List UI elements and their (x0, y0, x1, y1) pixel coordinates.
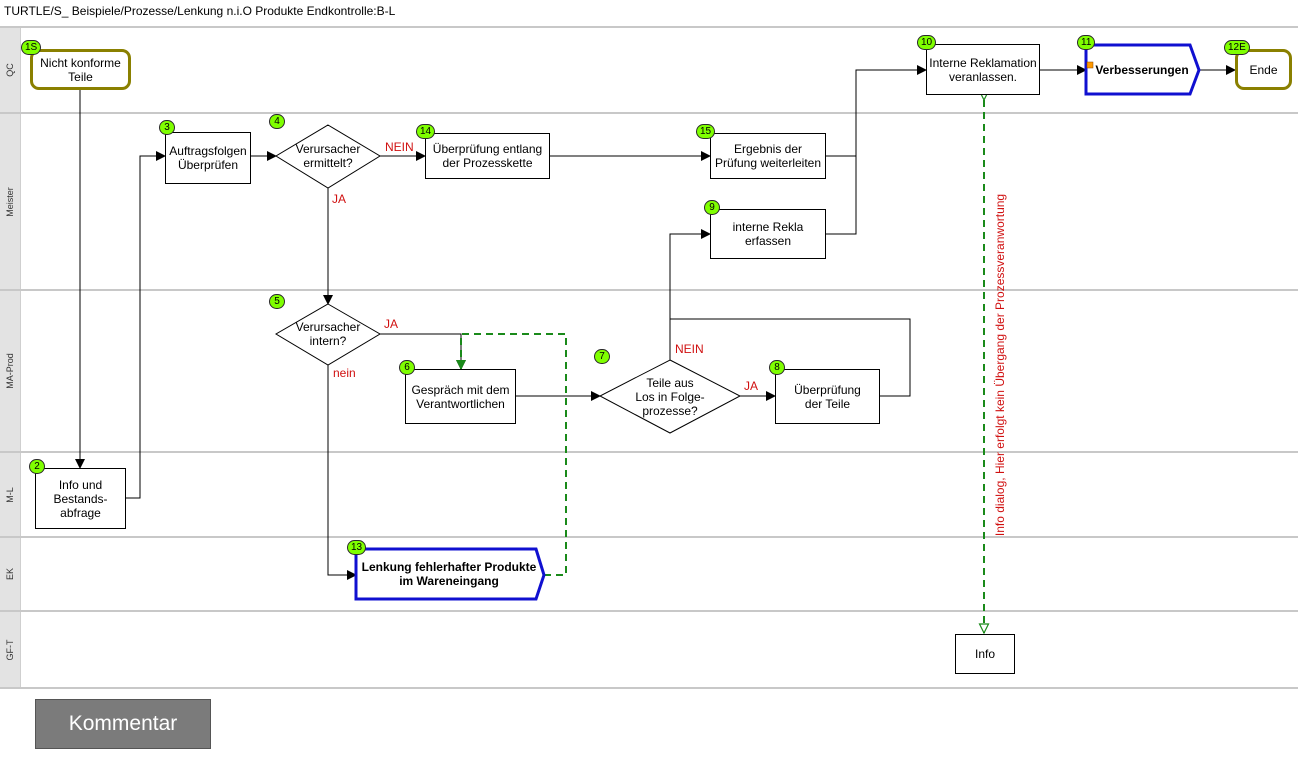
edge-label-5-ja: JA (384, 317, 399, 331)
node-text: Ende (1249, 62, 1278, 77)
decision-5[interactable]: Verursacher intern? (276, 306, 380, 362)
badge-14: 14 (416, 124, 436, 139)
connector-7-9 (669, 229, 711, 360)
node-text: Verbesserungen (1095, 63, 1189, 77)
badge-2: 2 (29, 459, 45, 474)
node-text: Verursacher intern? (295, 320, 361, 348)
connector-2-3 (126, 151, 166, 499)
node-text: Auftragsfolgen Überprüfen (169, 144, 247, 172)
badge-7: 7 (594, 349, 610, 364)
node-text: Überprüfung der Teile (794, 382, 861, 411)
edge-label-5-nein: nein (333, 366, 356, 380)
connector-15-10 (826, 65, 927, 157)
node-text: Interne Reklamation veranlassen. (929, 55, 1037, 84)
edge-label-7-ja: JA (744, 379, 759, 393)
lane-header-meister: Meister (0, 114, 21, 289)
process-box-2[interactable]: Info und Bestands- abfrage (35, 468, 126, 529)
node-text: Überprüfung entlang der Prozesskette (432, 142, 543, 170)
badge-11: 11 (1077, 35, 1096, 50)
connector-8-loop (670, 318, 911, 397)
decision-4[interactable]: Verursacher ermittelt? (276, 128, 380, 184)
badge-9: 9 (704, 200, 720, 215)
lane-header-m-l: M-L (0, 453, 21, 536)
node-text: Info und Bestands- abfrage (53, 477, 108, 520)
info-dialog-note: Info dialog, Hier erfolgt kein Übergang … (993, 193, 1007, 537)
edge-label-4-nein: NEIN (385, 140, 414, 154)
process-box-6[interactable]: Gespräch mit dem Verantwortlichen (405, 369, 516, 424)
lane-separator (0, 26, 1298, 28)
subprocess-11-marker (1086, 61, 1094, 69)
info-box[interactable]: Info (955, 634, 1015, 674)
lane-header-gf-t: GF-T (0, 612, 21, 687)
process-box-9[interactable]: interne Rekla erfassen (710, 209, 826, 259)
lane-separator (0, 451, 1298, 453)
process-box-8[interactable]: Überprüfung der Teile (775, 369, 880, 424)
subprocess-13-shape (354, 547, 546, 601)
start-node-1s[interactable]: Nicht konforme Teile (30, 49, 131, 90)
edge-label-7-nein: NEIN (675, 342, 704, 356)
badge-5: 5 (269, 294, 285, 309)
node-text: Ergebnis der Prüfung weiterleiten (714, 142, 822, 170)
process-box-14[interactable]: Überprüfung entlang der Prozesskette (425, 133, 550, 179)
decision-5-shape (275, 303, 381, 366)
decision-7-shape (598, 359, 742, 434)
node-text: Info (974, 647, 995, 661)
subprocess-11-shape (1084, 43, 1201, 96)
lane-separator (0, 610, 1298, 612)
node-text: interne Rekla erfassen (732, 220, 804, 248)
process-box-15[interactable]: Ergebnis der Prüfung weiterleiten (710, 133, 826, 179)
badge-3: 3 (159, 120, 175, 135)
subprocess-13[interactable]: Lenkung fehlerhafter Produkte im Warenei… (358, 551, 540, 597)
decision-7[interactable]: Teile aus Los in Folge- prozesse? (605, 367, 735, 427)
comment-button[interactable]: Kommentar (35, 699, 211, 749)
connector-9-10 (826, 156, 857, 235)
process-box-10[interactable]: Interne Reklamation veranlassen. (926, 44, 1040, 95)
badge-13: 13 (347, 540, 367, 555)
end-node-12e[interactable]: Ende (1235, 49, 1292, 90)
subprocess-11[interactable]: Verbesserungen (1090, 47, 1194, 93)
edge-label-4-ja: JA (332, 192, 347, 206)
lane-separator (0, 536, 1298, 538)
node-text: Lenkung fehlerhafter Produkte im Warenei… (361, 560, 537, 588)
badge-10: 10 (917, 35, 937, 50)
connector-5-13 (327, 365, 357, 580)
lane-header-ek: EK (0, 538, 21, 610)
lane-separator (0, 687, 1298, 689)
badge-8: 8 (769, 360, 785, 375)
badge-6: 6 (399, 360, 415, 375)
lane-separator (0, 112, 1298, 114)
node-text: Teile aus Los in Folge- prozesse? (635, 376, 705, 418)
node-text: Verursacher ermittelt? (295, 142, 361, 170)
badge-4: 4 (269, 114, 285, 129)
badge-1s: 1S (21, 40, 42, 55)
page-title: TURTLE/S_ Beispiele/Prozesse/Lenkung n.i… (4, 4, 396, 18)
decision-4-shape (275, 124, 381, 189)
badge-12e: 12E (1224, 40, 1250, 55)
dashed-connector-13-6 (456, 333, 567, 576)
lane-header-qc: QC (0, 27, 21, 112)
node-text: Gespräch mit dem Verantwortlichen (411, 382, 510, 411)
connector-5-6 (380, 333, 466, 370)
node-text: Nicht konforme Teile (40, 55, 121, 84)
process-box-3[interactable]: Auftragsfolgen Überprüfen (165, 132, 251, 184)
badge-15: 15 (696, 124, 716, 139)
lane-separator (0, 289, 1298, 291)
lane-header-ma-prod: MA-Prod (0, 291, 21, 451)
